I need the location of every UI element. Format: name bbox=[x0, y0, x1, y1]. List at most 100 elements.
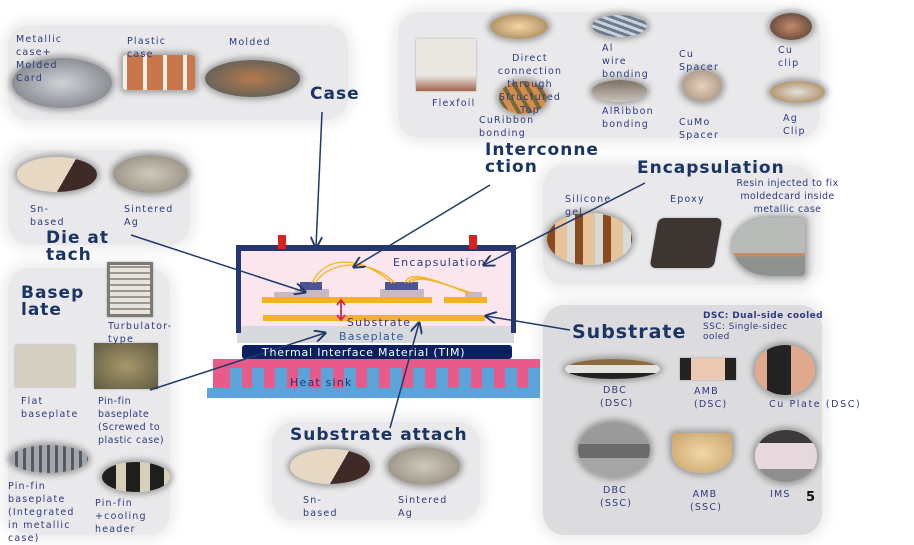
substrate-note-ssc: SSC: Single-sidec ooled bbox=[703, 322, 788, 342]
flexfoil-photo bbox=[416, 39, 476, 91]
ims-photo bbox=[755, 430, 817, 482]
die-attach-title: Die attach bbox=[46, 228, 109, 265]
substrate-arrow bbox=[486, 316, 571, 331]
diagram-baseplate-label: Baseplate bbox=[339, 330, 405, 343]
substrate-bottom-copper bbox=[263, 315, 485, 321]
substrate-item-label: Cu Plate (DSC) bbox=[769, 399, 862, 410]
tim-layer bbox=[242, 345, 512, 359]
metallic-case-photo bbox=[12, 58, 112, 108]
al-ribbon-photo bbox=[592, 80, 647, 102]
baseplate-title: Baseplate bbox=[21, 283, 85, 320]
amb-ssc-photo bbox=[672, 433, 732, 473]
heatsink-fins bbox=[230, 368, 540, 390]
amb-dsc-photo bbox=[680, 358, 736, 380]
interconnection-item-label: Al wire bonding bbox=[602, 43, 649, 80]
interconnection-item-label: Direct connection through Structured Top bbox=[497, 53, 563, 116]
interconnection-item-label: CuRibbon bonding bbox=[479, 115, 535, 139]
dbc-dsc-photo bbox=[565, 359, 660, 379]
turbulator-photo bbox=[107, 262, 153, 317]
interconnection-title: Interconnection bbox=[485, 140, 599, 177]
substrate-attach-item-label: Sn-based bbox=[303, 495, 338, 519]
encapsulation-item-label: Silicone gel bbox=[565, 194, 612, 218]
baseplate-arrow bbox=[149, 333, 325, 391]
interconnection-item-label: AlRibbon bonding bbox=[602, 106, 654, 130]
diagram-encapsulation-label: Encapsulation bbox=[393, 256, 486, 269]
baseplate-item-label: Pin-fin baseplate (Screwed to plastic ca… bbox=[98, 396, 165, 446]
cu-spacer-photo bbox=[682, 70, 722, 102]
substrate-title: Substrate bbox=[572, 321, 687, 343]
silicone-gel-photo bbox=[547, 213, 632, 265]
cu-plate-photo bbox=[755, 345, 815, 395]
die-attach-item-label: Sintered Ag bbox=[124, 204, 174, 228]
page-number: 5 bbox=[806, 490, 816, 505]
resin-photo bbox=[733, 218, 805, 276]
cu-clip-photo bbox=[770, 13, 812, 40]
solder-pad bbox=[295, 289, 329, 297]
solder-pad bbox=[465, 292, 482, 297]
interconnection-item-label: Cu Spacer bbox=[679, 49, 720, 73]
case-wall-left bbox=[236, 245, 241, 333]
baseplate-item-label: Turbulator- type bbox=[108, 321, 173, 345]
thickness-arrow bbox=[336, 298, 346, 322]
sintered-ag-photo bbox=[113, 155, 188, 193]
substrate-item-label: DBC (DSC) bbox=[600, 385, 634, 409]
die-chip bbox=[385, 282, 418, 290]
diagram-substrate-label: Substrate bbox=[347, 316, 412, 329]
pin-fin-integrated-photo bbox=[10, 445, 88, 473]
diagram-heatsink-label: Heat sink bbox=[290, 376, 353, 389]
encapsulation-item-label: Resin injected to fix moldedcard inside … bbox=[736, 178, 839, 215]
heatsink-base bbox=[207, 388, 540, 398]
interconnection-item-label: Flexfoil bbox=[432, 98, 476, 109]
substrate-item-label: DBC (SSC) bbox=[600, 485, 633, 509]
interconnection-arrow bbox=[354, 184, 491, 267]
interconnection-item-label: CuMo Spacer bbox=[679, 117, 720, 141]
die-chip bbox=[300, 282, 322, 290]
case-arrow bbox=[316, 111, 323, 247]
substrate-attach-arrow bbox=[389, 323, 419, 429]
substrate-top-copper bbox=[262, 297, 432, 303]
solder-pad bbox=[380, 289, 424, 297]
dbc-ssc-photo bbox=[578, 422, 650, 477]
bond-wire bbox=[410, 278, 473, 294]
terminal-pin bbox=[278, 235, 286, 249]
al-wire-photo bbox=[592, 15, 647, 37]
case-title: Case bbox=[310, 84, 360, 104]
sn-based-photo bbox=[17, 157, 97, 192]
baseplate-item-label: Flat baseplate bbox=[21, 396, 79, 420]
curibbon-photo bbox=[499, 81, 547, 114]
pin-fin-baseplate-photo bbox=[94, 343, 158, 389]
substrate-top-copper bbox=[444, 297, 487, 303]
sa-sn-based-photo bbox=[290, 449, 370, 484]
sa-sintered-ag-photo bbox=[388, 447, 460, 485]
substrate-attach-item-label: Sintered Ag bbox=[398, 495, 448, 519]
encapsulation-title: Encapsulation bbox=[637, 158, 785, 178]
case-lid bbox=[236, 245, 516, 251]
case-item-label: Plastic case bbox=[127, 36, 167, 60]
flat-baseplate-photo bbox=[15, 345, 75, 387]
diagram-tim-label: Thermal Interface Material (TIM) bbox=[262, 346, 466, 359]
direct-connection-photo bbox=[490, 14, 548, 39]
encapsulation-item-label: Epoxy bbox=[670, 194, 705, 205]
cooling-header-photo bbox=[102, 462, 170, 492]
baseplate-item-label: Pin-fin +cooling header bbox=[95, 498, 147, 535]
terminal-pin bbox=[469, 235, 477, 249]
substrate-item-label: IMS bbox=[770, 489, 791, 500]
substrate-item-label: AMB (DSC) bbox=[694, 386, 728, 410]
substrate-panel bbox=[543, 305, 822, 535]
case-item-label: Metallic case+ Molded Card bbox=[16, 34, 63, 84]
interconnection-item-label: Ag Clip bbox=[783, 113, 806, 137]
interconnection-item-label: Cu clip bbox=[778, 45, 800, 69]
substrate-item-label: AMB (SSC) bbox=[690, 489, 723, 513]
ag-clip-photo bbox=[770, 81, 825, 103]
substrate-note-dsc: DSC: Dual-side cooled bbox=[703, 311, 823, 321]
solder-pad bbox=[274, 292, 296, 297]
substrate-attach-title: Substrate attach bbox=[290, 425, 468, 445]
die-attach-item-label: Sn-based bbox=[30, 204, 65, 228]
bond-wire bbox=[311, 261, 393, 284]
die-attach-arrow bbox=[130, 234, 305, 292]
plastic-case-photo bbox=[123, 55, 195, 90]
encapsulation-arrow bbox=[484, 182, 646, 265]
case-item-label: Molded bbox=[229, 37, 271, 48]
molded-photo bbox=[205, 60, 300, 97]
